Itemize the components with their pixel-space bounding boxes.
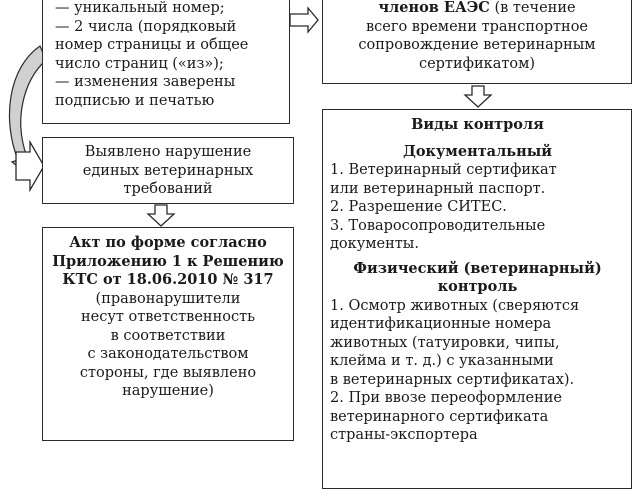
act-line: (правонарушители bbox=[95, 290, 241, 307]
violation-box: Выявлено нарушение единых ветеринарных т… bbox=[42, 137, 294, 204]
act-line: несут ответственность bbox=[80, 309, 256, 325]
transport-line: членов ЕАЭС (в течение bbox=[327, 0, 627, 18]
attr-line: число страниц («из»); bbox=[55, 55, 224, 72]
top-right-arrow bbox=[289, 6, 319, 34]
down-arrow-right bbox=[463, 85, 493, 108]
transport-line: сопровождение ветеринарным bbox=[358, 37, 596, 53]
documentary-item: 1. Ветеринарный сертификат bbox=[330, 162, 557, 178]
act-line: стороны, где выявлено bbox=[79, 364, 257, 381]
transport-line: всего времени транспортное bbox=[365, 18, 589, 35]
documentary-item: документы. bbox=[330, 236, 419, 252]
attr-line: — уникальный номер; bbox=[55, 0, 225, 16]
attr-line: — 2 числа (порядковый bbox=[55, 18, 237, 35]
violation-line: единых ветеринарных bbox=[82, 162, 254, 179]
act-title-line: Акт по форме согласно bbox=[69, 234, 267, 251]
transport-line: сертификатом) bbox=[418, 55, 536, 72]
act-line: в соответствии bbox=[110, 327, 226, 344]
physical-item: идентификационные номера bbox=[330, 316, 552, 332]
violation-line: Выявлено нарушение bbox=[84, 144, 252, 160]
control-types-box: Виды контроля Документальный 1. Ветерина… bbox=[322, 109, 632, 489]
control-title: Виды контроля bbox=[411, 116, 544, 133]
violation-line: требований bbox=[123, 181, 213, 197]
act-title-line: КТС от 18.06.2010 № 317 bbox=[62, 271, 274, 288]
transport-rest: (в течение bbox=[489, 0, 576, 16]
attr-line: — изменения заверены bbox=[55, 74, 236, 90]
attributes-box: — уникальный номер; — 2 числа (порядковы… bbox=[42, 0, 290, 124]
attr-line: номер страницы и общее bbox=[55, 37, 249, 53]
act-line: нарушение) bbox=[122, 383, 214, 399]
act-line: с законодательством bbox=[87, 346, 249, 362]
act-title-line: Приложению 1 к Решению bbox=[52, 252, 284, 270]
physical-item: 2. При ввозе переоформление bbox=[330, 390, 562, 406]
transport-box: членов ЕАЭС (в течение всего времени тра… bbox=[322, 0, 632, 84]
physical-item: 1. Осмотр животных (сверяются bbox=[330, 297, 580, 314]
physical-heading: контроль bbox=[437, 278, 518, 295]
violation-in-arrow bbox=[15, 139, 45, 193]
physical-item: ветеринарного сертификата bbox=[330, 408, 549, 425]
physical-item: клейма и т. д.) с указанными bbox=[330, 353, 554, 369]
documentary-item: 2. Разрешение СИТЕС. bbox=[330, 199, 507, 215]
physical-heading: Физический (ветеринарный) bbox=[353, 259, 602, 277]
down-arrow-left bbox=[146, 204, 176, 227]
physical-item: в ветеринарных сертификатах). bbox=[330, 371, 575, 388]
attr-line: подписью и печатью bbox=[55, 92, 215, 109]
act-box: Акт по форме согласно Приложению 1 к Реш… bbox=[42, 227, 294, 441]
physical-item: страны-экспортера bbox=[330, 427, 478, 443]
documentary-item: 3. Товаросопроводительные bbox=[330, 217, 546, 234]
documentary-item: или ветеринарный паспорт. bbox=[330, 180, 546, 197]
documentary-heading: Документальный bbox=[402, 142, 553, 160]
transport-bold: членов ЕАЭС bbox=[378, 0, 490, 16]
physical-item: животных (татуировки, чипы, bbox=[330, 334, 560, 351]
